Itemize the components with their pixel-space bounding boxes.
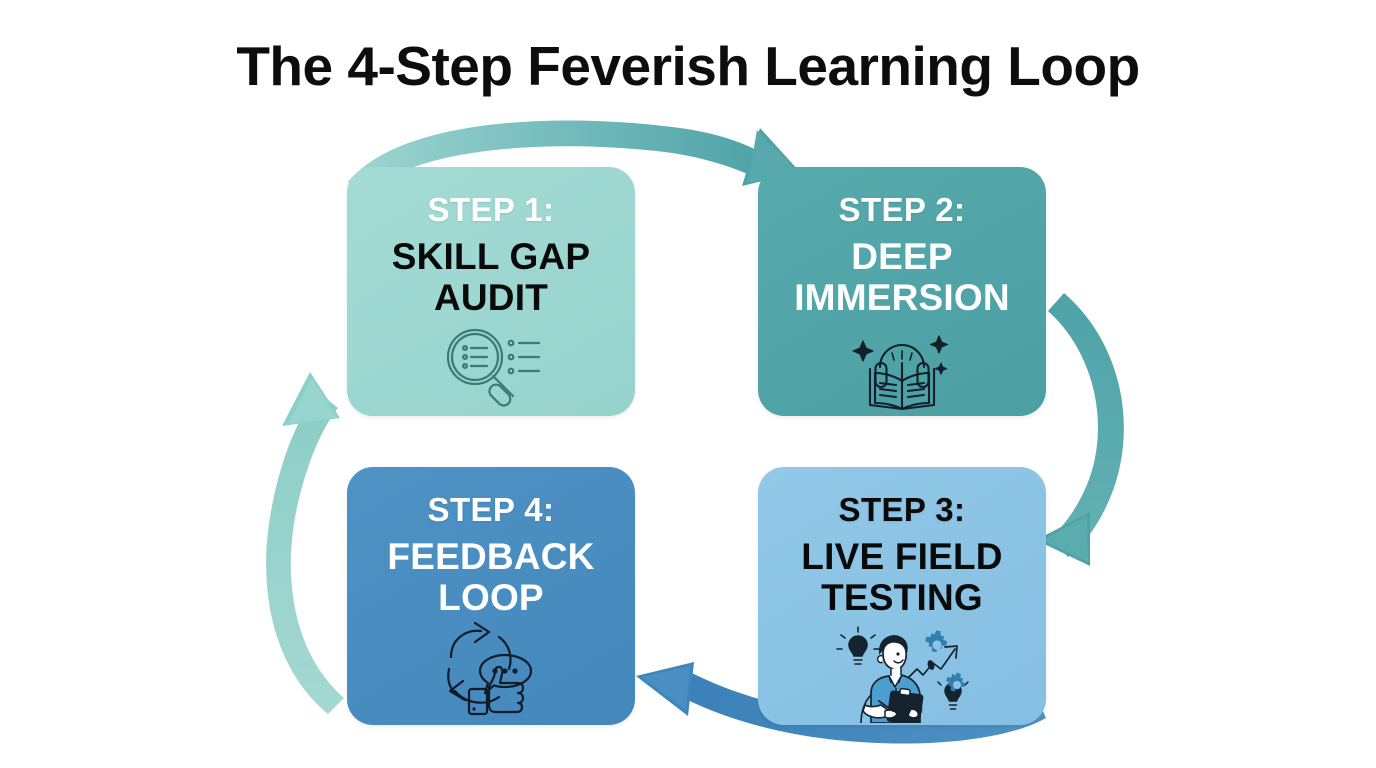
step-4-title-line1: FEEDBACK [387, 535, 595, 577]
step-3-title: LIVE FIELD TESTING [791, 536, 1012, 619]
arrow-step2-to-step3 [1036, 293, 1124, 566]
step-1-title-line2: AUDIT [433, 277, 549, 319]
step-1-title: SKILL GAP AUDIT [382, 236, 600, 319]
arrow-step4-to-step1 [266, 372, 344, 714]
step-4-title-line2: LOOP [438, 577, 544, 619]
step-box-3[interactable]: STEP 3: LIVE FIELD TESTING [758, 467, 1046, 725]
step-3-label: STEP 3: [838, 491, 966, 528]
step-2-title-line2: IMMERSION [794, 277, 1010, 319]
step-1-title-line1: SKILL GAP [391, 235, 591, 277]
step-3-title-line1: LIVE FIELD [801, 535, 1003, 577]
step-box-1[interactable]: STEP 1: SKILL GAP AUDIT [347, 167, 635, 416]
book-headphones-icon [852, 334, 949, 410]
step-1-label: STEP 1: [427, 191, 555, 228]
page-title: The 4-Step Feverish Learning Loop [236, 35, 1140, 97]
cycle-thumbsup-chat-icon [447, 621, 533, 716]
step-4-icon-wrap [433, 621, 549, 717]
field-tester-clipboard-icon [836, 625, 969, 723]
step-box-4[interactable]: STEP 4: FEEDBACK LOOP [347, 467, 635, 725]
magnifier-checklist-icon [446, 328, 541, 407]
step-3-icon-wrap [827, 619, 977, 723]
step-2-label: STEP 2: [838, 191, 966, 228]
step-box-2[interactable]: STEP 2: DEEP IMMERSION [758, 167, 1046, 416]
step-2-icon-wrap [850, 319, 954, 411]
step-2-title-line1: DEEP [851, 235, 953, 277]
step-3-title-line2: TESTING [821, 577, 983, 619]
step-1-icon-wrap [439, 324, 543, 408]
step-4-label: STEP 4: [427, 491, 555, 528]
step-4-title: FEEDBACK LOOP [377, 536, 604, 619]
step-2-title: DEEP IMMERSION [784, 236, 1020, 319]
